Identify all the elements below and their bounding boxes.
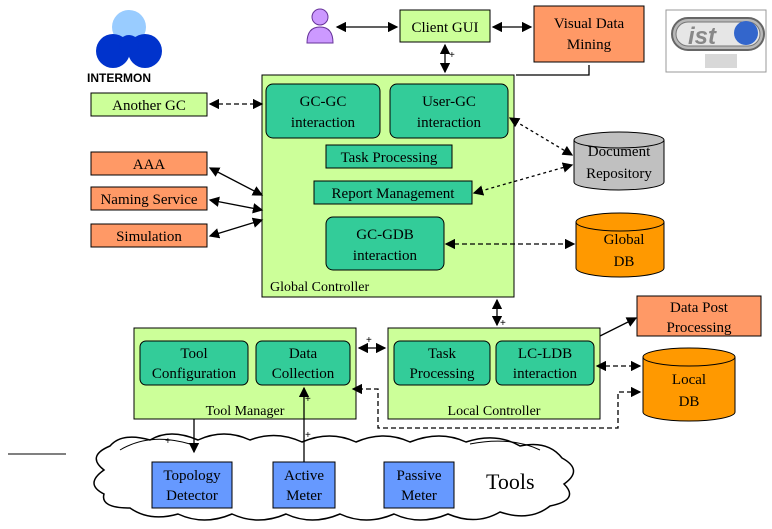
svg-text:GC-GC: GC-GC bbox=[300, 94, 347, 110]
svg-text:Data: Data bbox=[289, 346, 318, 362]
svg-text:Data Post: Data Post bbox=[670, 300, 729, 316]
svg-text:Tool Manager: Tool Manager bbox=[206, 404, 285, 419]
svg-text:Client GUI: Client GUI bbox=[411, 20, 478, 36]
svg-text:Tool: Tool bbox=[180, 346, 207, 362]
gc-gc-interaction-box: GC-GC interaction bbox=[265, 83, 381, 139]
connector-lc-datapost bbox=[599, 317, 638, 337]
intermon-logo: INTERMON bbox=[87, 10, 162, 85]
svg-text:Topology: Topology bbox=[163, 468, 221, 484]
ist-logo: ist bbox=[665, 9, 767, 73]
svg-text:Task: Task bbox=[428, 346, 457, 362]
plus-marker: + bbox=[449, 50, 455, 61]
plus-marker: + bbox=[500, 318, 506, 329]
svg-text:Simulation: Simulation bbox=[116, 229, 182, 245]
tools-label: Tools bbox=[486, 469, 535, 494]
svg-text:Visual Data: Visual Data bbox=[554, 16, 625, 32]
local-db-cylinder: Local DB bbox=[642, 347, 736, 422]
svg-text:Passive: Passive bbox=[397, 468, 442, 484]
svg-text:LC-LDB: LC-LDB bbox=[518, 346, 572, 362]
intermon-logo-text: INTERMON bbox=[87, 71, 151, 85]
connector-naming-gc bbox=[208, 196, 264, 214]
svg-text:Meter: Meter bbox=[286, 488, 322, 504]
svg-text:GC-GDB: GC-GDB bbox=[356, 227, 414, 243]
svg-text:Mining: Mining bbox=[567, 37, 612, 53]
gc-gdb-interaction-box: GC-GDB interaction bbox=[325, 216, 445, 271]
svg-text:Processing: Processing bbox=[410, 366, 475, 382]
svg-text:Repository: Repository bbox=[586, 166, 652, 182]
another-gc-box: Another GC bbox=[90, 92, 208, 117]
passive-meter-box: Passive Meter bbox=[383, 461, 455, 509]
svg-text:Meter: Meter bbox=[401, 488, 437, 504]
connector-vdm-gc bbox=[516, 65, 590, 76]
user-person-icon bbox=[306, 8, 334, 44]
user-gc-interaction-box: User-GC interaction bbox=[389, 83, 509, 139]
tool-configuration-box: Tool Configuration bbox=[139, 340, 249, 386]
connector-lines bbox=[188, 21, 642, 462]
plus-marker: + bbox=[366, 335, 372, 346]
svg-text:interaction: interaction bbox=[353, 248, 418, 264]
connector-usergc-docrepo bbox=[508, 117, 574, 156]
svg-text:Global: Global bbox=[604, 232, 645, 248]
plus-marker: + bbox=[305, 430, 311, 441]
lc-task-processing-box: Task Processing bbox=[393, 340, 491, 386]
topology-detector-box: Topology Detector bbox=[151, 461, 233, 509]
plus-marker: + bbox=[305, 394, 311, 405]
plus-markers: + + + + + + bbox=[165, 50, 506, 447]
connector-localdb-datacollection bbox=[351, 383, 642, 429]
svg-text:Task Processing: Task Processing bbox=[341, 150, 438, 166]
svg-text:interaction: interaction bbox=[513, 366, 578, 382]
lc-ldb-interaction-box: LC-LDB interaction bbox=[495, 340, 595, 386]
plus-marker: + bbox=[165, 436, 171, 447]
client-gui-box: Client GUI bbox=[399, 9, 491, 43]
connector-simulation-gc bbox=[208, 217, 264, 239]
global-db-cylinder: Global DB bbox=[575, 212, 665, 278]
svg-text:Report Management: Report Management bbox=[332, 186, 456, 202]
svg-text:Document: Document bbox=[588, 144, 651, 160]
connector-aaa-gc bbox=[208, 167, 264, 196]
svg-text:Global Controller: Global Controller bbox=[270, 280, 369, 295]
data-collection-box: Data Collection bbox=[255, 340, 351, 386]
svg-text:User-GC: User-GC bbox=[422, 94, 476, 110]
svg-text:Another GC: Another GC bbox=[112, 98, 186, 114]
svg-text:Naming Service: Naming Service bbox=[100, 192, 197, 208]
aaa-box: AAA bbox=[90, 151, 208, 176]
naming-service-box: Naming Service bbox=[90, 186, 208, 211]
svg-text:AAA: AAA bbox=[133, 157, 166, 173]
gc-task-processing-box: Task Processing bbox=[325, 144, 453, 169]
simulation-box: Simulation bbox=[90, 223, 208, 248]
ist-logo-text: ist bbox=[688, 23, 717, 50]
svg-text:Active: Active bbox=[284, 468, 324, 484]
svg-text:Collection: Collection bbox=[272, 366, 335, 382]
document-repository-cylinder: Document Repository bbox=[573, 131, 665, 191]
svg-text:DB: DB bbox=[614, 254, 635, 270]
svg-text:Processing: Processing bbox=[667, 320, 732, 336]
svg-text:Configuration: Configuration bbox=[152, 366, 237, 382]
svg-text:Detector: Detector bbox=[166, 488, 218, 504]
svg-text:Local Controller: Local Controller bbox=[448, 404, 541, 419]
svg-text:DB: DB bbox=[679, 394, 700, 410]
connector-report-docrepo bbox=[472, 162, 574, 196]
svg-text:interaction: interaction bbox=[417, 115, 482, 131]
report-management-box: Report Management bbox=[313, 180, 473, 205]
visual-data-mining-box: Visual Data Mining bbox=[533, 5, 645, 63]
active-meter-box: Active Meter bbox=[272, 461, 336, 509]
data-post-processing-box: Data Post Processing bbox=[636, 295, 762, 337]
svg-text:interaction: interaction bbox=[291, 115, 356, 131]
svg-text:Local: Local bbox=[672, 372, 706, 388]
